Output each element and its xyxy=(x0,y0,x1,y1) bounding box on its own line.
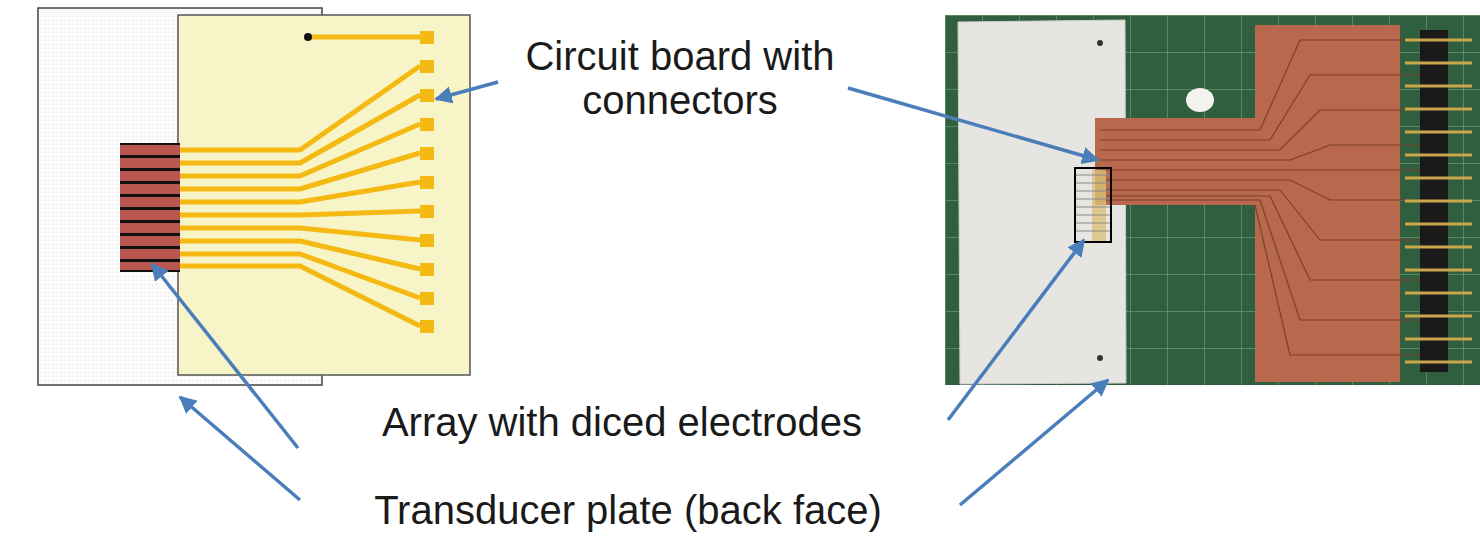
header-pins xyxy=(1405,40,1472,362)
flex-traces xyxy=(1100,40,1420,355)
cutting-mat-grid xyxy=(945,15,1480,385)
leader-arrows xyxy=(152,82,1108,505)
photo-plate xyxy=(958,20,1126,384)
flex-circuit xyxy=(1095,25,1400,382)
circuit-board xyxy=(178,15,470,375)
photo-background xyxy=(945,15,1480,385)
electrode-array xyxy=(120,143,180,272)
traces xyxy=(180,37,424,326)
via-dot xyxy=(304,33,312,41)
callout-label: Array with diced electrodes xyxy=(382,400,862,444)
photo-array-lines xyxy=(1076,175,1110,231)
hole xyxy=(1097,40,1103,46)
connector-pads xyxy=(420,31,434,333)
highlight-box xyxy=(1075,168,1111,242)
glue-blob xyxy=(1186,88,1214,112)
callout-label: Transducer plate (back face) xyxy=(374,488,882,532)
callout-label: Circuit board with connectors xyxy=(495,34,865,122)
hole xyxy=(1097,355,1103,361)
